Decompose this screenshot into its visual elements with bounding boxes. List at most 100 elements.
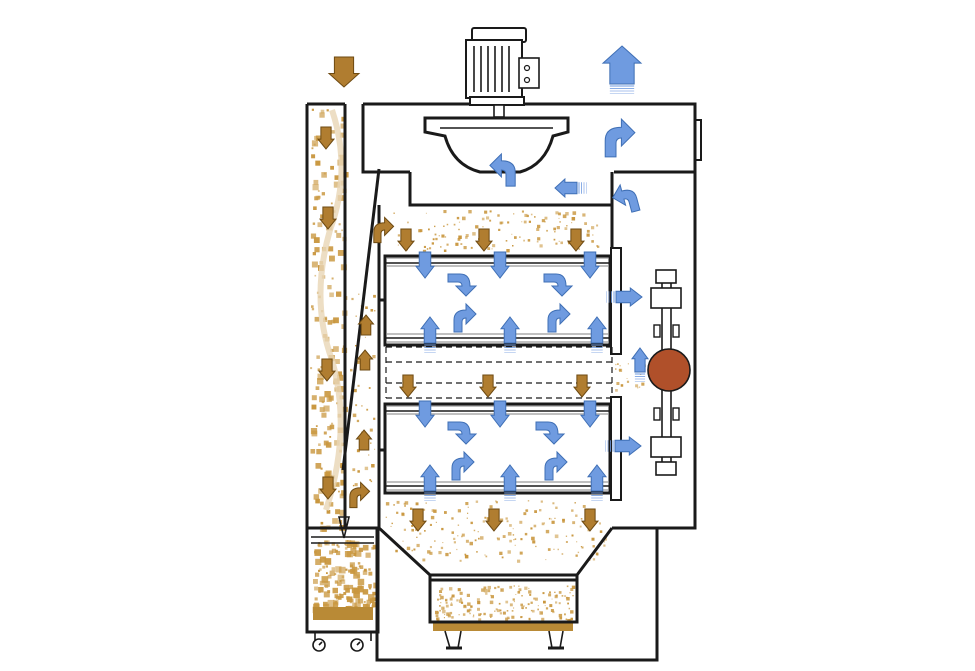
- collected-powder-left: [313, 607, 373, 620]
- particle: [312, 252, 316, 256]
- particle: [335, 509, 341, 515]
- particle: [335, 482, 340, 487]
- particle: [475, 500, 479, 503]
- particle: [463, 246, 467, 250]
- particle: [438, 551, 442, 555]
- particle: [490, 616, 492, 618]
- particle: [537, 224, 541, 229]
- particle: [490, 595, 494, 599]
- filter-cartridge-icon: [380, 247, 622, 501]
- particle: [352, 468, 356, 472]
- flow-arrow: [398, 374, 418, 398]
- particle: [537, 605, 539, 607]
- particle: [524, 586, 528, 590]
- arrow-shape: [631, 347, 649, 373]
- particle: [512, 598, 515, 601]
- particle: [572, 595, 574, 597]
- particle: [393, 212, 395, 214]
- flow-arrow: [586, 316, 608, 353]
- particle: [321, 192, 325, 196]
- flow-arrow: [606, 286, 643, 308]
- particle: [561, 595, 564, 597]
- particle: [372, 355, 376, 359]
- particle: [638, 386, 641, 388]
- particle: [596, 245, 598, 247]
- particle: [397, 244, 399, 246]
- particle: [349, 562, 355, 568]
- particle: [465, 236, 468, 239]
- particle: [584, 222, 587, 225]
- arrow-shape: [615, 286, 643, 308]
- particle: [310, 233, 317, 239]
- particle: [478, 537, 480, 540]
- particle: [385, 516, 387, 518]
- particle: [480, 536, 484, 540]
- particle: [334, 359, 340, 364]
- particle: [569, 592, 571, 594]
- particle: [530, 527, 533, 530]
- particle: [432, 238, 435, 241]
- particle: [313, 579, 318, 584]
- particle: [329, 550, 334, 555]
- particle: [355, 345, 357, 347]
- arrow-shape: [355, 429, 373, 451]
- particle: [333, 181, 340, 188]
- particle: [313, 494, 320, 500]
- particle: [321, 412, 327, 418]
- particle: [335, 549, 338, 553]
- particle: [532, 609, 535, 613]
- particle: [556, 226, 560, 230]
- particle: [334, 580, 339, 584]
- particle: [339, 509, 346, 516]
- particle: [541, 219, 545, 223]
- particle: [368, 587, 372, 590]
- arrow-shape: [396, 228, 416, 252]
- particle: [371, 464, 375, 468]
- arrow-shape: [327, 56, 361, 88]
- particle: [554, 595, 558, 599]
- particle: [558, 217, 560, 219]
- arrow-shape: [451, 450, 475, 481]
- particle: [318, 569, 321, 572]
- particle: [626, 378, 628, 379]
- particle: [470, 521, 473, 525]
- particle: [615, 363, 617, 366]
- particle: [528, 587, 530, 590]
- particle: [319, 568, 322, 571]
- particle: [565, 212, 569, 216]
- flow-arrow: [579, 251, 601, 279]
- particle: [496, 609, 500, 613]
- particle: [416, 543, 420, 548]
- particle: [311, 147, 314, 150]
- arrow-shape: [484, 508, 504, 532]
- particle: [520, 603, 523, 607]
- particle: [542, 592, 545, 595]
- particle: [326, 109, 329, 112]
- particle: [357, 568, 360, 570]
- particle: [451, 531, 454, 534]
- arrow-shape: [580, 508, 600, 532]
- particle: [350, 368, 353, 372]
- particle: [619, 365, 621, 367]
- particle: [422, 249, 427, 253]
- particle: [321, 172, 327, 178]
- particle: [464, 553, 467, 556]
- flow-arrow: [566, 228, 586, 252]
- particle: [615, 389, 618, 392]
- flow-arrow: [414, 251, 436, 279]
- particle: [433, 509, 437, 513]
- particle: [370, 480, 373, 483]
- particle: [453, 537, 456, 540]
- particle: [343, 592, 347, 595]
- curved-flow-arrow: [544, 450, 568, 481]
- particle: [457, 524, 460, 526]
- particle: [385, 502, 390, 506]
- particle: [316, 355, 320, 359]
- particle: [522, 607, 524, 610]
- particle: [511, 615, 515, 619]
- particle: [582, 213, 586, 217]
- particle: [449, 611, 453, 615]
- particle: [461, 533, 465, 537]
